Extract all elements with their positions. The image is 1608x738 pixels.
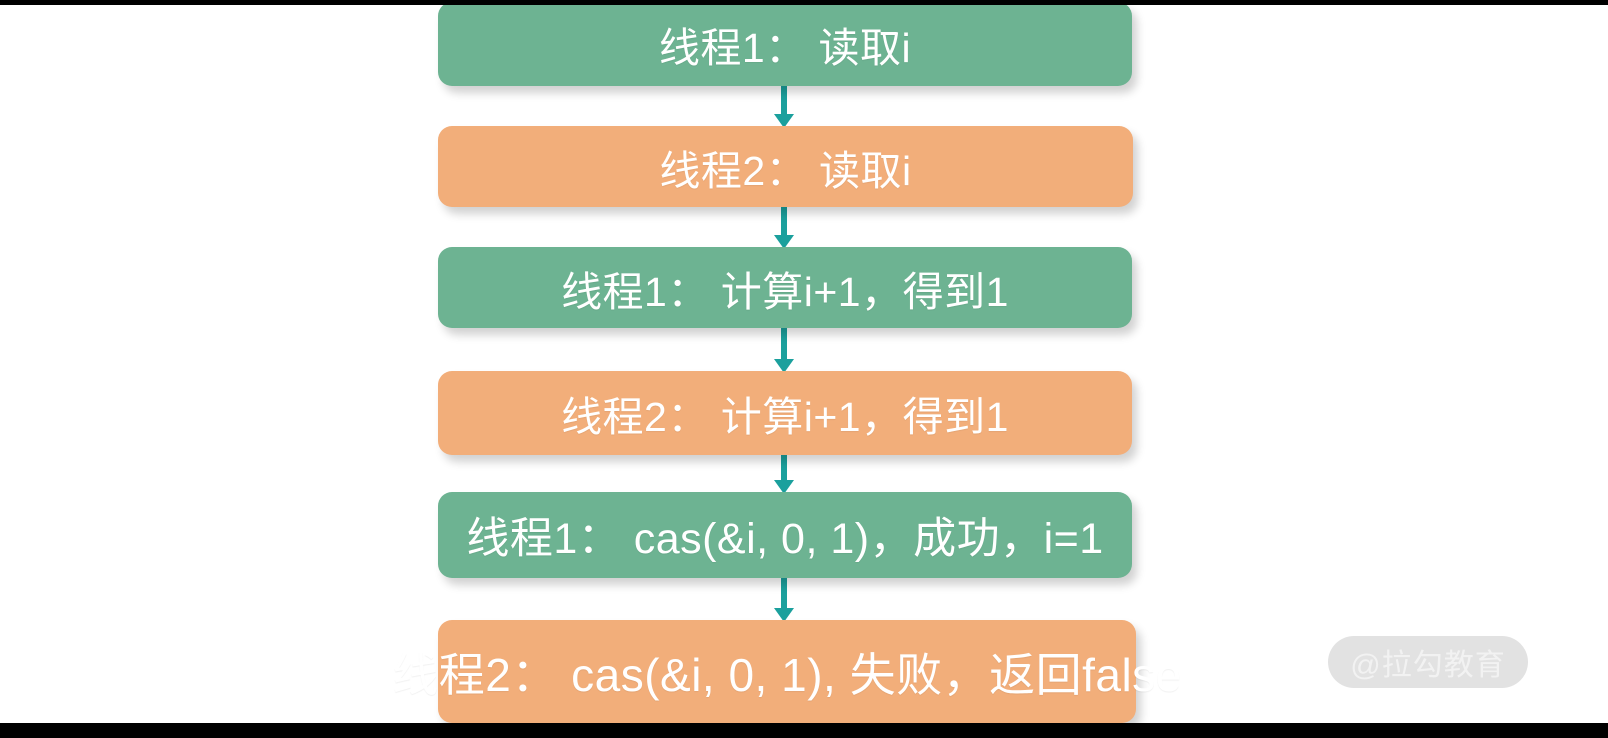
arrow-head-down-icon	[774, 359, 794, 373]
arrow-head-down-icon	[774, 480, 794, 494]
flow-arrow-step5-step6	[774, 578, 794, 622]
letterbox-bar-top	[0, 0, 1608, 5]
flow-node-step5[interactable]: 线程1： cas(&i, 0, 1)，成功，i=1	[438, 492, 1132, 578]
arrow-head-down-icon	[774, 114, 794, 128]
flow-node-step1[interactable]: 线程1： 读取i	[438, 2, 1132, 86]
arrow-shaft	[781, 205, 787, 235]
arrow-shaft	[781, 328, 787, 359]
flow-arrow-step4-step5	[774, 455, 794, 494]
flow-node-step3[interactable]: 线程1： 计算i+1，得到1	[438, 247, 1132, 328]
flow-arrow-step2-step3	[774, 205, 794, 249]
arrow-head-down-icon	[774, 235, 794, 249]
arrow-shaft	[781, 86, 787, 114]
flow-arrow-step3-step4	[774, 328, 794, 373]
flow-node-step2[interactable]: 线程2： 读取i	[438, 126, 1133, 207]
letterbox-bar-bottom	[0, 723, 1608, 738]
arrow-head-down-icon	[774, 608, 794, 622]
flow-node-step4[interactable]: 线程2： 计算i+1，得到1	[438, 371, 1132, 455]
watermark-badge: @拉勾教育	[1328, 636, 1528, 688]
flow-arrow-step1-step2	[774, 86, 794, 128]
flow-node-step6[interactable]: 线程2： cas(&i, 0, 1), 失败，返回false	[392, 620, 1181, 723]
arrow-shaft	[781, 578, 787, 608]
arrow-shaft	[781, 455, 787, 480]
